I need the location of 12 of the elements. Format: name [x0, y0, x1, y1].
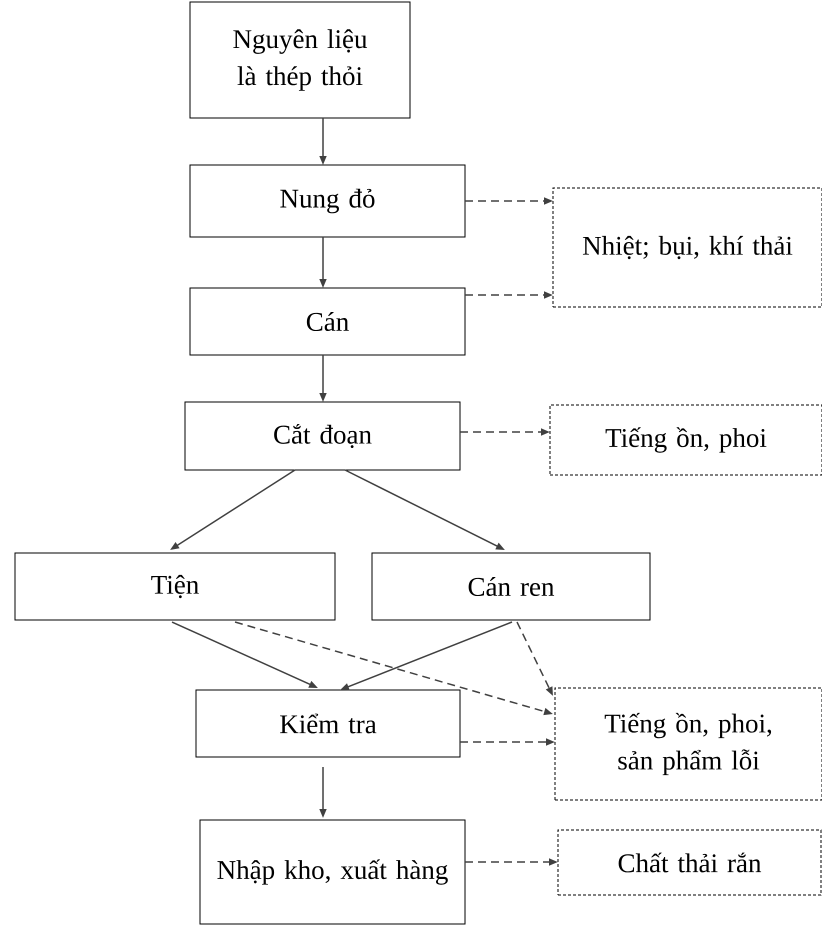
process-box: Cán	[190, 288, 466, 356]
process-box: Nung đỏ	[190, 164, 466, 238]
output-box: Tiếng ồn, phoi, sản phẩm lỗi	[554, 688, 822, 800]
process-box: Kiểm tra	[196, 690, 460, 758]
process-box: Nguyên liệu là thép thỏi	[190, 2, 410, 118]
output-box: Tiếng ồn, phoi	[550, 404, 822, 476]
process-box: Cắt đoạn	[184, 402, 460, 470]
process-box: Nhập kho, xuất hàng	[200, 820, 466, 924]
process-box: Tiện	[14, 552, 336, 620]
output-box: Nhiệt; bụi, khí thải	[552, 188, 822, 308]
process-box: Cán ren	[372, 552, 650, 620]
output-box: Chất thải rắn	[558, 830, 822, 896]
